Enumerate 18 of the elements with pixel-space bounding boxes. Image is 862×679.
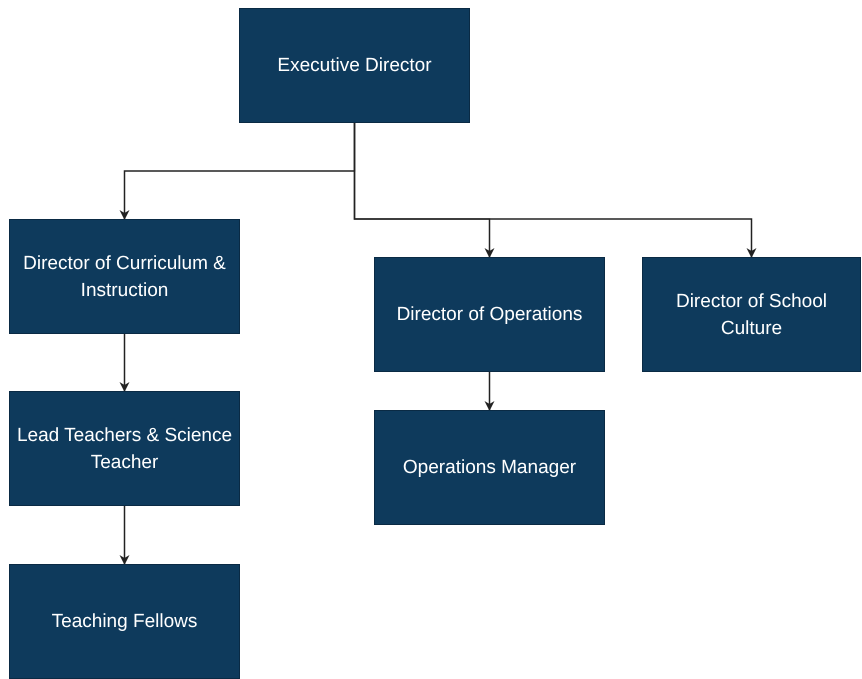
connector-arrow: [120, 334, 130, 392]
role-title: Director of Curriculum & Instruction: [22, 252, 227, 302]
role-title: Director of School Culture: [674, 290, 828, 340]
connector-arrow: [120, 506, 130, 565]
role-box: [9, 564, 240, 679]
role-box: [9, 391, 240, 506]
role-box: [642, 257, 861, 372]
role-box: [9, 219, 240, 334]
role-title: Teaching Fellows: [52, 610, 198, 634]
connector-arrow: [354, 123, 756, 258]
role-box: [374, 410, 605, 525]
role-title: Operations Manager: [402, 456, 576, 480]
role-title: Executive Director: [277, 54, 432, 78]
role-box: [374, 257, 605, 372]
connector-arrow: [484, 372, 494, 411]
role-box: [239, 8, 470, 123]
role-title: Director of Operations: [396, 303, 582, 327]
role-title: Lead Teachers & Science Teacher: [16, 424, 234, 474]
